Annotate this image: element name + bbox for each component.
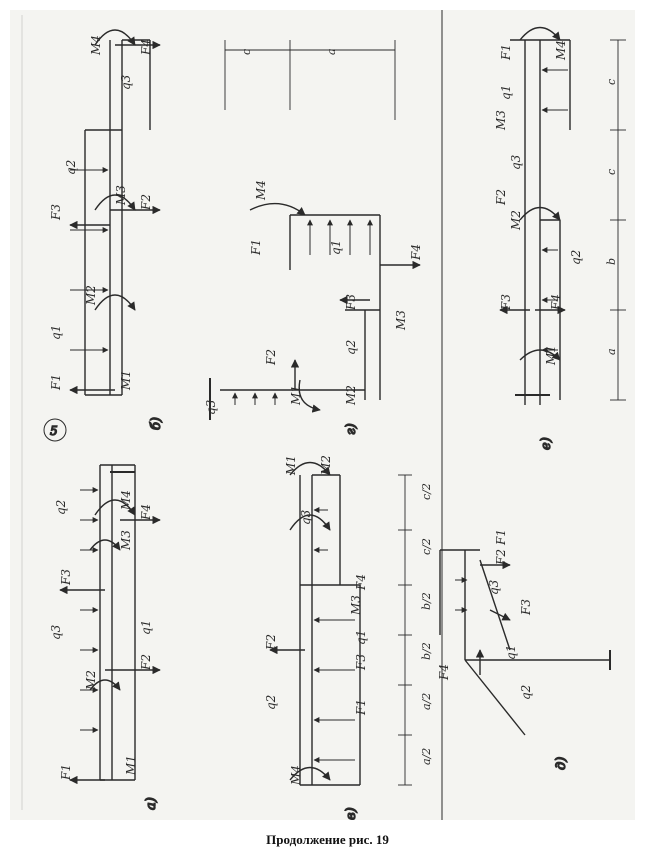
diagram-e: [499, 26, 626, 405]
g-label-9: M4: [254, 180, 268, 201]
e-label-9: q1: [499, 85, 513, 100]
b-label-8: q3: [119, 74, 133, 90]
g-dimension-1: a: [325, 48, 338, 55]
mechanics-diagrams: а) б) 5: [21, 10, 626, 820]
a-label-8: q2: [54, 500, 68, 515]
a-label-3: q3: [49, 624, 63, 640]
a-label-0: F1: [59, 764, 73, 781]
v-dimension-1: a/2: [420, 693, 433, 710]
e-dimension-0: a: [605, 348, 618, 355]
v-dimension-3: b/2: [420, 592, 433, 610]
a-label-10: F4: [139, 504, 153, 521]
figure-caption: Продолжение рис. 19: [266, 832, 389, 847]
b-label-9: M4: [89, 35, 103, 56]
label-b: б): [149, 417, 164, 430]
e-label-5: M2: [509, 210, 523, 231]
drawing-sheet: а) б) 5: [10, 10, 635, 820]
b-label-6: M3: [114, 185, 128, 206]
e-label-2: F3: [499, 294, 513, 311]
b-label-1: q1: [49, 325, 63, 340]
b-label-0: F1: [49, 374, 63, 391]
g-label-3: M2: [344, 385, 358, 406]
label-d: д): [554, 757, 569, 770]
v-label-2: F2: [264, 634, 278, 651]
d-label-5: F2: [494, 549, 508, 566]
g-label-1: F2: [264, 349, 278, 366]
e-dimension-2: c: [605, 169, 618, 175]
g-label-8: q1: [329, 240, 343, 255]
diagram-a: [59, 464, 161, 785]
label-g: г): [344, 423, 359, 435]
a-label-5: F3: [59, 569, 73, 586]
a-label-4: F2: [139, 654, 153, 671]
v-dimension-4: c/2: [420, 538, 433, 555]
d-label-3: F3: [519, 599, 533, 616]
label-v: в): [344, 807, 359, 820]
e-label-0: F1: [499, 44, 513, 61]
diagram-b: [69, 29, 161, 396]
v-label-7: F4: [354, 574, 368, 591]
v-label-8: q3: [299, 509, 313, 525]
v-label-3: q1: [354, 630, 368, 645]
v-label-4: M3: [349, 595, 363, 616]
diagram-v: [269, 461, 412, 786]
e-label-7: q3: [509, 154, 523, 170]
a-label-7: q1: [139, 620, 153, 635]
d-label-6: F1: [494, 529, 508, 546]
e-label-1: M1: [544, 345, 558, 366]
label-e: е): [539, 437, 554, 450]
g-label-5: F3: [344, 294, 358, 311]
d-label-2: q1: [504, 645, 518, 660]
b-label-2: M1: [119, 370, 133, 391]
panel-number: 5: [50, 424, 58, 438]
e-label-6: F2: [494, 189, 508, 206]
v-label-0: M4: [289, 765, 303, 786]
d-label-4: q3: [487, 579, 501, 595]
v-label-1: q2: [264, 695, 278, 710]
a-label-2: M2: [84, 670, 98, 691]
e-label-8: M3: [494, 110, 508, 131]
a-label-6: M3: [119, 530, 133, 551]
b-label-10: F4: [139, 39, 153, 56]
b-label-4: F3: [49, 204, 63, 221]
g-label-0: q3: [204, 399, 218, 415]
diagram-d: [439, 549, 611, 736]
v-dimension-2: b/2: [420, 642, 433, 660]
g-label-2: M1: [289, 385, 303, 406]
g-label-7: F1: [249, 239, 263, 256]
e-label-4: q2: [569, 250, 583, 265]
a-label-9: M4: [119, 490, 133, 511]
e-dimension-1: b: [605, 258, 618, 265]
g-label-10: F4: [409, 244, 423, 261]
v-label-6: F3: [354, 654, 368, 671]
v-label-9: M2: [319, 455, 333, 476]
g-label-6: M3: [394, 310, 408, 331]
v-dimension-0: a/2: [420, 748, 433, 765]
v-label-5: F1: [354, 699, 368, 716]
label-a: а): [144, 797, 159, 810]
b-label-5: q2: [64, 160, 78, 175]
d-label-0: F4: [437, 664, 451, 681]
g-label-4: q2: [344, 340, 358, 355]
b-label-3: M2: [84, 285, 98, 306]
e-label-3: F4: [549, 294, 563, 311]
e-dimension-3: c: [605, 79, 618, 85]
v-dimension-5: c/2: [420, 483, 433, 500]
diagram-g: [209, 40, 421, 420]
e-label-10: M4: [554, 40, 568, 61]
d-label-1: q2: [519, 685, 533, 700]
g-dimension-0: c: [240, 49, 253, 55]
a-label-1: M1: [124, 755, 138, 776]
panel-number-circle: [43, 418, 67, 442]
b-label-7: F2: [139, 194, 153, 211]
v-label-10: M1: [284, 455, 298, 476]
